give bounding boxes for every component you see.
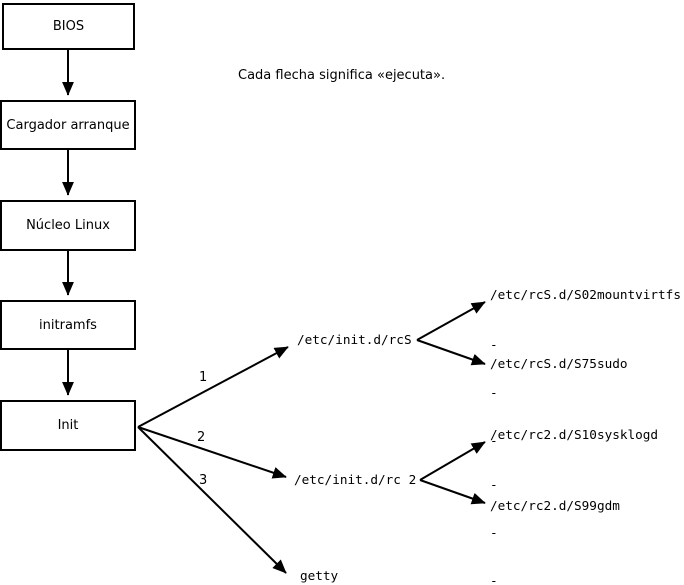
box-bootloader-label: Cargador arranque <box>6 117 130 133</box>
box-init: Init <box>0 400 136 451</box>
box-bios: BIOS <box>2 3 135 50</box>
node-init-d-rc2: /etc/init.d/rc 2 <box>294 472 417 487</box>
node-rcs-first-script: /etc/rcS.d/S02mountvirtfs <box>490 287 681 302</box>
box-initramfs: initramfs <box>0 300 136 350</box>
box-bootloader: Cargador arranque <box>0 100 136 150</box>
arrow-rcs-to-last-script <box>416 339 486 366</box>
node-rc2-first-script: /etc/rc2.d/S10sysklogd <box>490 427 659 442</box>
arrow-rcs-to-first-script <box>416 301 486 341</box>
box-linux-kernel-label: Núcleo Linux <box>26 218 110 233</box>
rc2-scripts-ellipsis: - - - <box>490 445 521 585</box>
box-bios-label: BIOS <box>52 19 85 34</box>
branch-label-3: 3 <box>199 473 208 488</box>
arrow-init-to-rc2 <box>137 426 287 479</box>
node-init-d-rcs: /etc/init.d/rcS <box>297 332 412 347</box>
ellipsis-dash: - <box>490 337 498 352</box>
arrow-init-to-getty <box>137 426 287 574</box>
node-rcs-last-script: /etc/rcS.d/S75sudo <box>490 356 628 371</box>
ellipsis-dash: - <box>490 477 498 492</box>
arrow-init-to-rcs <box>137 346 289 428</box>
arrow-rc2-to-first-script <box>419 441 486 481</box>
branch-label-1: 1 <box>199 370 208 385</box>
ellipsis-dash: - <box>490 573 498 585</box>
box-linux-kernel: Núcleo Linux <box>0 200 136 251</box>
arrow-rc2-to-last-script <box>419 479 486 505</box>
node-rc2-last-script: /etc/rc2.d/S99gdm <box>490 498 620 513</box>
ellipsis-dash: - <box>490 385 498 400</box>
box-init-label: Init <box>57 418 79 433</box>
branch-label-2: 2 <box>197 430 206 445</box>
ellipsis-dash: - <box>490 433 498 448</box>
legend-caption: Cada flecha significa «ejecuta». <box>238 68 446 83</box>
rcs-scripts-ellipsis: - - - <box>490 305 521 481</box>
box-initramfs-label: initramfs <box>39 317 97 333</box>
node-getty: getty <box>300 568 339 583</box>
ellipsis-dash: - <box>490 525 498 540</box>
